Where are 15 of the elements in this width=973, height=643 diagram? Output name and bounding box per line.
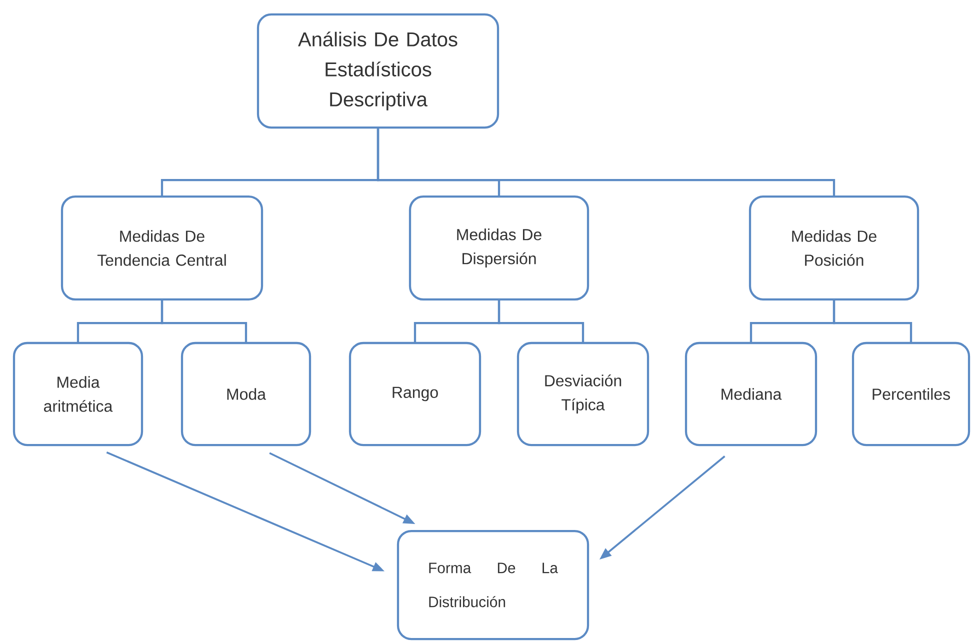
measure-box: Percentiles xyxy=(852,342,970,446)
result-box: Forma De La Distribución xyxy=(396,530,590,640)
category-box: Medidas De Tendencia Central xyxy=(60,195,264,301)
title-box: Análisis De Datos Estadísticos Descriptiva xyxy=(256,13,500,129)
category-box: Medidas De Posición xyxy=(748,195,920,301)
measure-box: Media aritmética xyxy=(12,342,144,446)
measure-box: Desviación Típica xyxy=(516,342,650,446)
measure-box: Rango xyxy=(348,342,482,446)
category-box: Medidas De Dispersión xyxy=(408,195,590,301)
connector-line xyxy=(832,300,912,342)
measure-box: Mediana xyxy=(684,342,818,446)
connector-line xyxy=(376,128,836,196)
measure-box: Moda xyxy=(180,342,312,446)
connector-line xyxy=(498,300,584,342)
connector-line xyxy=(160,300,248,342)
